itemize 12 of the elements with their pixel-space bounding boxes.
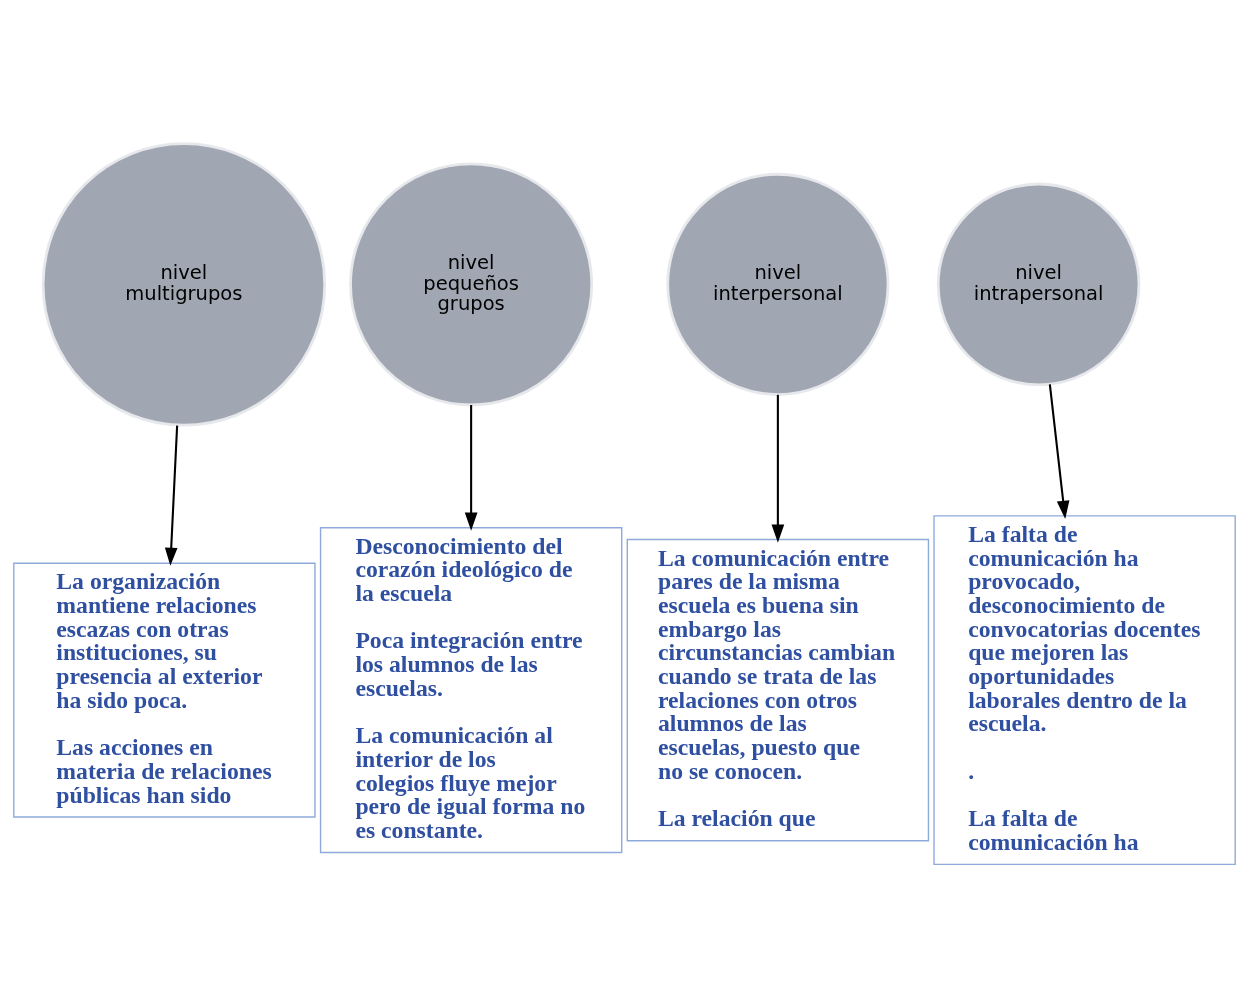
- node-box: La organización mantiene relaciones escazas con otras instituciones, su presencia al exterior ha sido poca. Las acciones en materia de relaciones públicas han sido: [13, 562, 316, 818]
- node-circle: nivel multigrupos: [41, 142, 327, 427]
- node-box: La falta de comunicación ha provocado, desconocimiento de convocatorias docentes que mejoren las oportunidades laborales dentro de la escuela. . La falta de comunicación ha: [933, 515, 1236, 866]
- arrow: [164, 425, 179, 566]
- node-circle: nivel pequeños grupos: [349, 162, 594, 407]
- node-box: Desconocimiento del corazón ideológico de la escuela Poca integración entre los alumnos de las escuelas. La comunicación al interior de los colegios fluye mejor pero de igual forma no es constante.: [319, 527, 623, 854]
- arrow: [771, 394, 785, 543]
- arrow: [464, 405, 478, 531]
- node-box: La comunicación entre pares de la misma escuela es buena sin embargo las circunstancias cambian cuando se trata de las relaciones con otros alumnos de las escuelas, puesto que no se conocen. La relación que: [626, 538, 930, 842]
- arrow: [1048, 384, 1070, 519]
- node-circle: nivel intrapersonal: [936, 182, 1141, 387]
- node-circle: nivel interpersonal: [666, 172, 890, 396]
